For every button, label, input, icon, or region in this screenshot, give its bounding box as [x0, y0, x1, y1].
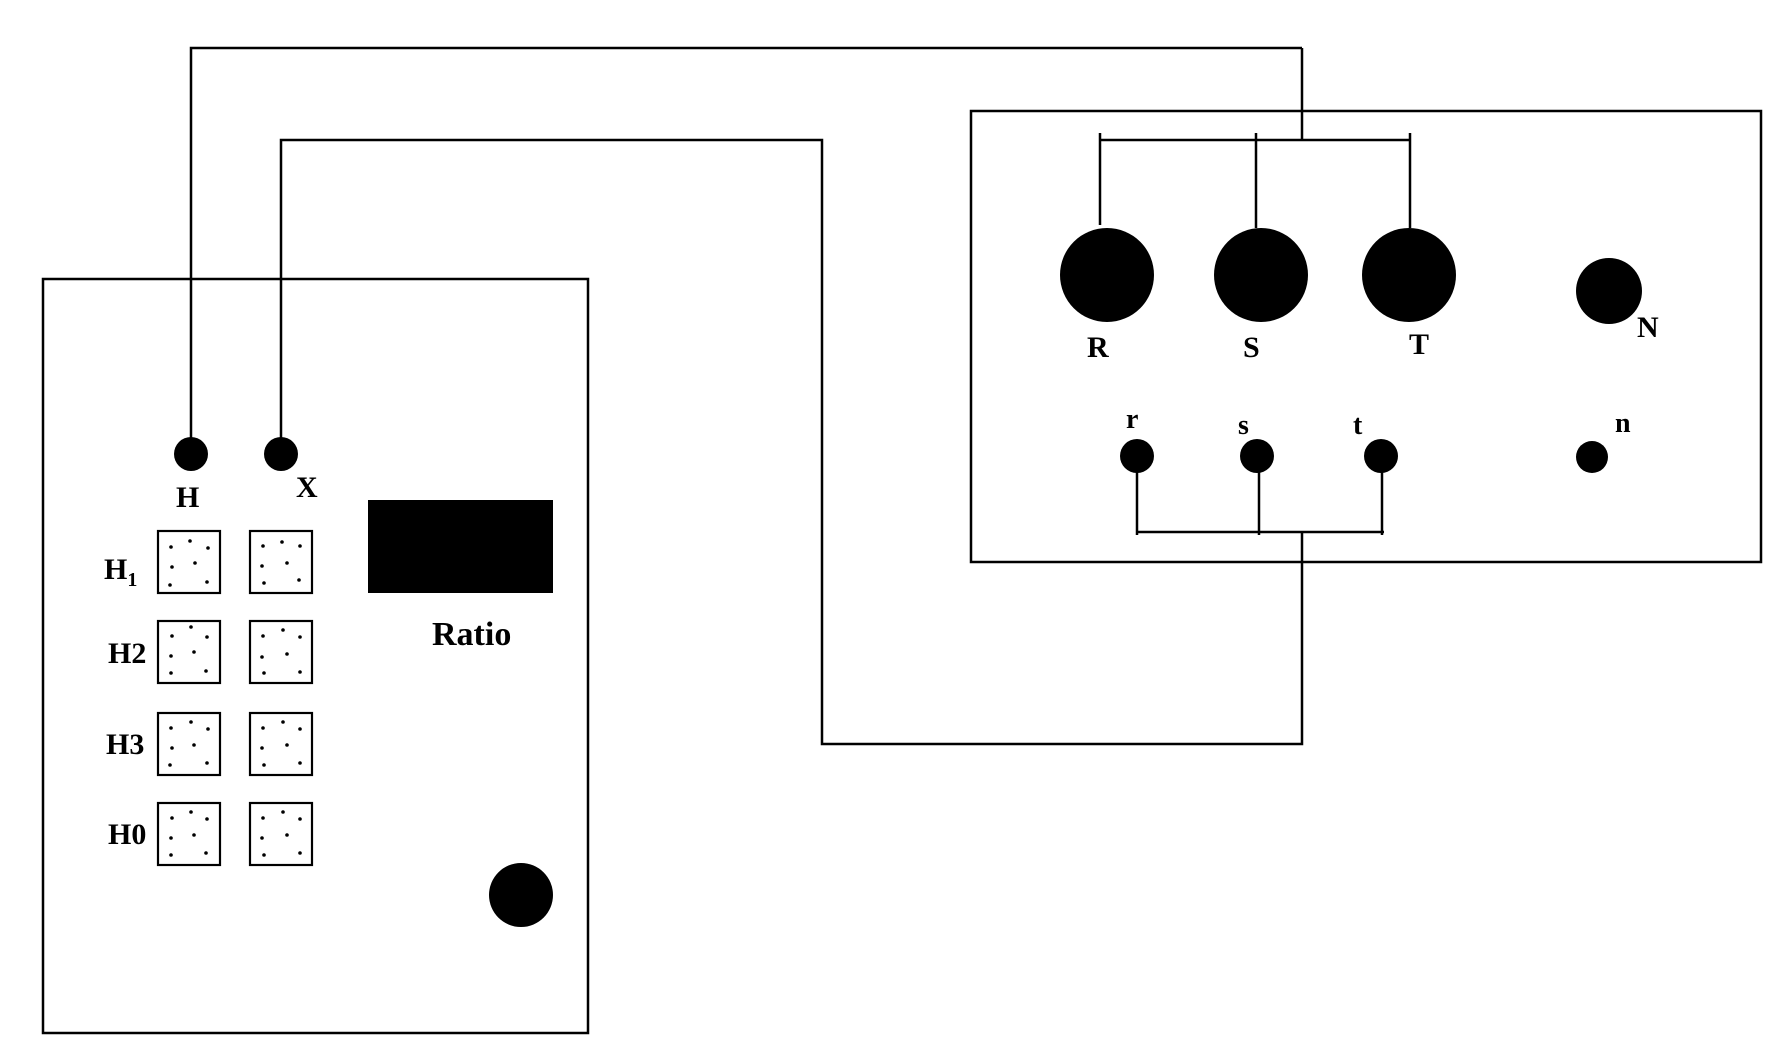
terminal-lv-r[interactable] [1120, 439, 1154, 473]
bushing-s[interactable] [1214, 228, 1308, 322]
terminal-x[interactable] [264, 437, 298, 471]
terminal-lv-r-label: r [1126, 404, 1138, 435]
terminal-lv-t[interactable] [1364, 439, 1398, 473]
terminal-lv-t-label: t [1353, 410, 1363, 441]
dial-grid [156, 529, 314, 867]
bushing-t-label: T [1409, 328, 1429, 361]
bushing-n[interactable] [1576, 258, 1642, 324]
terminal-x-label: X [296, 471, 318, 504]
bushing-s-label: S [1243, 331, 1260, 364]
row-label-h0: H0 [108, 818, 146, 851]
dial-button-h2-right[interactable] [248, 619, 314, 685]
lead-x-to-lv [279, 138, 1304, 746]
row-label-h3: H3 [106, 728, 144, 761]
lead-h-to-hv [189, 46, 1302, 438]
terminal-h-label: H [176, 481, 199, 514]
bushing-r-label: R [1087, 331, 1109, 364]
bushing-r[interactable] [1060, 228, 1154, 322]
hv-bus-bar [1098, 48, 1412, 228]
dial-button-h2-left[interactable] [156, 619, 222, 685]
dial-button-h1-right[interactable] [248, 529, 314, 595]
terminal-lv-n[interactable] [1576, 441, 1608, 473]
row-label-h2: H2 [108, 637, 146, 670]
dial-button-h3-right[interactable] [248, 711, 314, 777]
crank-knob[interactable] [489, 863, 553, 927]
dial-button-h0-left[interactable] [156, 801, 222, 867]
ratio-display [368, 500, 553, 593]
dial-button-h3-left[interactable] [156, 711, 222, 777]
terminal-lv-s[interactable] [1240, 439, 1274, 473]
bushing-n-label: N [1637, 311, 1659, 344]
terminal-lv-n-label: n [1615, 408, 1631, 439]
terminal-h[interactable] [174, 437, 208, 471]
row-label-h1: H1 [104, 553, 137, 591]
bushing-t[interactable] [1362, 228, 1456, 322]
ratio-display-label: Ratio [432, 616, 511, 653]
dial-button-h1-left[interactable] [156, 529, 222, 595]
dial-button-h0-right[interactable] [248, 801, 314, 867]
terminal-lv-s-label: s [1238, 410, 1249, 441]
transformer-body [969, 109, 1763, 564]
lv-bus-bar [1135, 472, 1384, 535]
